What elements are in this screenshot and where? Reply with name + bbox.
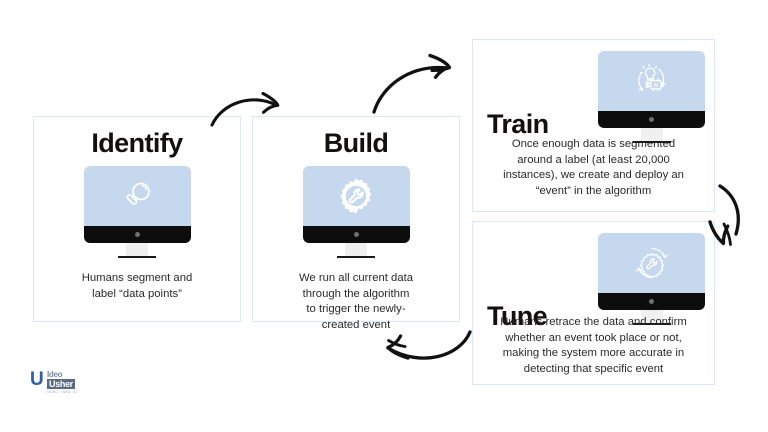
monitor-base-tune — [632, 323, 671, 325]
camera-dot-icon — [353, 232, 359, 237]
svg-text:AI: AI — [653, 83, 658, 89]
logo-word-top: Ideo — [47, 370, 63, 379]
monitor-chin-build — [302, 226, 410, 243]
card-identify-body: Humans segment and label “data points” — [81, 272, 193, 300]
arrow-tune-to-build-icon — [352, 322, 484, 388]
gear-wrench-icon — [335, 175, 377, 217]
card-build-title: Build — [323, 128, 389, 158]
card-tune-title: Tune — [487, 301, 548, 331]
card-tune-body: Humans retrace the data and confirm whet… — [500, 316, 687, 375]
monitor-neck-tune — [640, 310, 663, 323]
arrow-identify-to-build-icon — [200, 83, 310, 135]
monitor-neck-identify — [126, 243, 148, 256]
monitor-chin-identify — [83, 226, 191, 243]
card-build-body: We run all current data through the algo… — [298, 272, 414, 331]
monitor-neck-build — [345, 243, 367, 256]
card-train[interactable]: Train AI — [472, 39, 715, 212]
magnifier-icon — [117, 176, 157, 216]
logo-mark-icon: U — [30, 369, 44, 390]
brand-logo[interactable]: U Ideo Usher VIDEO · DATA · AI — [30, 368, 92, 395]
monitor-base-build — [337, 256, 375, 258]
card-identify-title: Identify — [91, 128, 183, 158]
monitor-base-train — [632, 141, 671, 143]
monitor-chin-tune — [598, 293, 705, 310]
monitor-chin-train — [598, 111, 705, 128]
monitor-tune — [598, 233, 705, 325]
card-identify[interactable]: Identify Humans segment and label “data … — [33, 116, 241, 322]
card-train-body: Once enough data is segmented around a l… — [503, 138, 684, 197]
card-train-title: Train — [487, 109, 549, 139]
screen-train: AI — [598, 51, 705, 111]
monitor-identify — [83, 166, 191, 258]
camera-dot-icon — [649, 117, 654, 122]
camera-dot-icon — [134, 232, 140, 237]
card-build[interactable]: Build We run all — [252, 116, 460, 331]
monitor-build — [302, 166, 410, 258]
logo-word-bottom: Usher — [47, 379, 76, 389]
monitor-neck-train — [640, 128, 663, 141]
screen-identify — [83, 166, 191, 226]
arrow-build-to-train-icon — [368, 52, 486, 118]
arrow-train-to-tune-icon — [698, 182, 768, 268]
screen-tune — [598, 233, 705, 293]
monitor-base-identify — [118, 256, 156, 258]
monitor-train: AI — [598, 51, 705, 143]
logo-tagline: VIDEO · DATA · AI — [47, 390, 77, 394]
screen-build — [302, 166, 410, 226]
ai-lightbulb-icon: AI — [629, 59, 675, 103]
gear-refresh-icon — [630, 242, 674, 284]
camera-dot-icon — [649, 299, 654, 304]
card-tune[interactable]: Tune Humans retrace the d — [472, 221, 715, 385]
